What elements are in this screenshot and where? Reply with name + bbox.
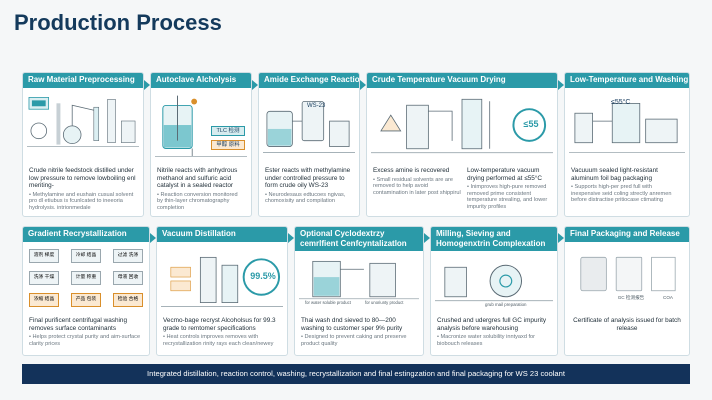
step-heading: Crude Temperature Vacuum Drying xyxy=(367,73,557,88)
flow-arrow xyxy=(252,80,258,90)
step-heading: Gradient Recrystallization xyxy=(23,227,149,242)
step-description: Crushed and udergres full GC impurity an… xyxy=(437,317,547,332)
package-illustration xyxy=(569,251,685,301)
flow-box: 过滤 洗涤 xyxy=(113,249,143,263)
step-note: • Supports high-per pred full with inexp… xyxy=(571,184,672,204)
step-description: Certificate of analysis issued for batch… xyxy=(573,317,681,332)
step-description: Vecmo-bage recryst Alcoholsus for 99.3 g… xyxy=(163,317,276,332)
step-card-autoclave: Autoclave Alcholysis TLC 检测 甲醇 原料 Nitril… xyxy=(150,72,252,217)
coa-label: COA xyxy=(663,295,673,300)
step-description: Final purificent centrifugal washing rem… xyxy=(29,317,128,332)
distillation-column-illustration xyxy=(161,247,283,311)
amide-reactor-illustration xyxy=(263,91,355,161)
step-note: • Reaction conversion monitored by thin-… xyxy=(157,191,238,211)
step-note: • Methylamine and eushain cusual solvent… xyxy=(29,191,134,211)
vacuum-dryer-illustration xyxy=(371,91,553,161)
temperature-gauge-label: ≤55 xyxy=(523,119,539,129)
step-card-cyclodextrin-crystallization: Optional Cyclodextrzy cemrlfient Cenfcyn… xyxy=(294,226,424,356)
flow-arrow xyxy=(424,233,430,243)
ws23-label: WS-23 xyxy=(307,103,326,109)
flow-arrow xyxy=(150,233,156,243)
step-note: • Heat controls improves removes with re… xyxy=(163,334,274,347)
step-note: • Neurodesaus edtucoes ngivas, chomoxisi… xyxy=(265,191,346,205)
step-description-secondary: Low-temperature vacuum drying performed … xyxy=(467,167,542,182)
tlc-label: TLC 检测 xyxy=(211,126,245,136)
step-description: Nitrile reacts with anhydrous methanol a… xyxy=(157,167,238,190)
flow-arrow xyxy=(360,80,366,90)
recrystallization-flow-grid: 溶剂 梯度 冷却 结晶 过滤 洗涤 洗涤 干燥 计量 称重 母液 回收 浓缩 结… xyxy=(29,249,145,311)
mill-caption: grub mail preparation xyxy=(485,302,527,307)
flow-box: 冷却 结晶 xyxy=(71,249,101,263)
flow-box: 洗涤 干燥 xyxy=(29,271,59,285)
flow-box: 产品 包装 xyxy=(71,293,101,307)
step-note: • Helps protect crystal purity and aim-s… xyxy=(29,334,141,347)
step-card-gradient-recrystallization: Gradient Recrystallization 溶剂 梯度 冷却 结晶 过… xyxy=(22,226,150,356)
mill-illustration xyxy=(435,255,553,311)
step-heading: Optional Cyclodextrzy cemrlfient Cenfcyn… xyxy=(295,227,423,251)
flow-arrow xyxy=(558,233,564,243)
flow-arrow xyxy=(288,233,294,243)
reactor-illustration xyxy=(155,91,247,161)
flow-box: 浓缩 结晶 xyxy=(29,293,59,307)
unoriunty-caption: for unoriunty product xyxy=(365,300,404,305)
step-note: • Small residual solvents are are remove… xyxy=(373,176,461,196)
packaging-machine-illustration xyxy=(569,91,685,161)
temperature-label: ≤55°C xyxy=(611,99,631,106)
step-note: • Macronize water solubility inntyaxd fo… xyxy=(437,334,536,347)
flow-box: 计量 称重 xyxy=(71,271,101,285)
crystallizer-illustration xyxy=(299,255,419,311)
step-card-amide-exchange: Amide Exchange Reaction WS-23 Ester reac… xyxy=(258,72,360,217)
step-heading: Low-Temperature and Washing xyxy=(565,73,689,88)
step-card-final-packaging: Final Packaging and Release GC 检测报告 COA … xyxy=(564,226,690,356)
methanol-label: 甲醇 原料 xyxy=(211,140,245,150)
summary-footer: Integrated distillation, reaction contro… xyxy=(22,364,690,384)
step-card-milling-sieving: Milling, Sieving and Homogenxtrin Comple… xyxy=(430,226,558,356)
step-note: • Designed to prevent caking and preserv… xyxy=(301,334,407,347)
step-heading: Milling, Sieving and Homogenxtrin Comple… xyxy=(431,227,557,251)
step-heading: Final Packaging and Release xyxy=(565,227,689,242)
flow-box: 检验 合格 xyxy=(113,293,143,307)
flow-box: 母液 回收 xyxy=(113,271,143,285)
step-card-vacuum-drying: Crude Temperature Vacuum Drying ≤55 Exce… xyxy=(366,72,558,217)
step-description: Ester reacts with methylamine under cont… xyxy=(265,167,351,190)
step-heading: Vacuum Distillation xyxy=(157,227,287,242)
step-heading: Raw Material Preprocessing xyxy=(23,73,143,88)
step-heading: Amide Exchange Reaction xyxy=(259,73,359,88)
page-title: Production Process xyxy=(14,10,222,35)
step-description: Vacuuum sealed light-resistant aluminum … xyxy=(571,167,658,182)
flow-arrow xyxy=(558,80,564,90)
flow-box: 溶剂 梯度 xyxy=(29,249,59,263)
purity-gauge-label: 99.5% xyxy=(250,271,276,281)
step-description: Thai wash dnd sieved to 80—200 washing t… xyxy=(301,317,403,332)
step-description: Crude nitrile feedstock distilled under … xyxy=(29,167,136,190)
step-card-raw-material: Raw Material Preprocessing Crude nitrile… xyxy=(22,72,144,217)
flow-arrow xyxy=(144,80,150,90)
step-description: Excess amine is recovered xyxy=(373,167,450,174)
water-soluble-caption: for water soluble product xyxy=(305,300,351,305)
step-heading: Autoclave Alcholysis xyxy=(151,73,251,88)
step-card-vacuum-distillation: Vacuum Distillation 99.5% Vecmo-bage rec… xyxy=(156,226,288,356)
step-card-low-temperature-washing: Low-Temperature and Washing ≤55°C Vacuuu… xyxy=(564,72,690,217)
gc-report-label: GC 检测报告 xyxy=(617,295,645,300)
distillation-apparatus-illustration xyxy=(27,91,139,151)
step-note-secondary: • Inimproves high-pure removed removed p… xyxy=(467,184,548,210)
